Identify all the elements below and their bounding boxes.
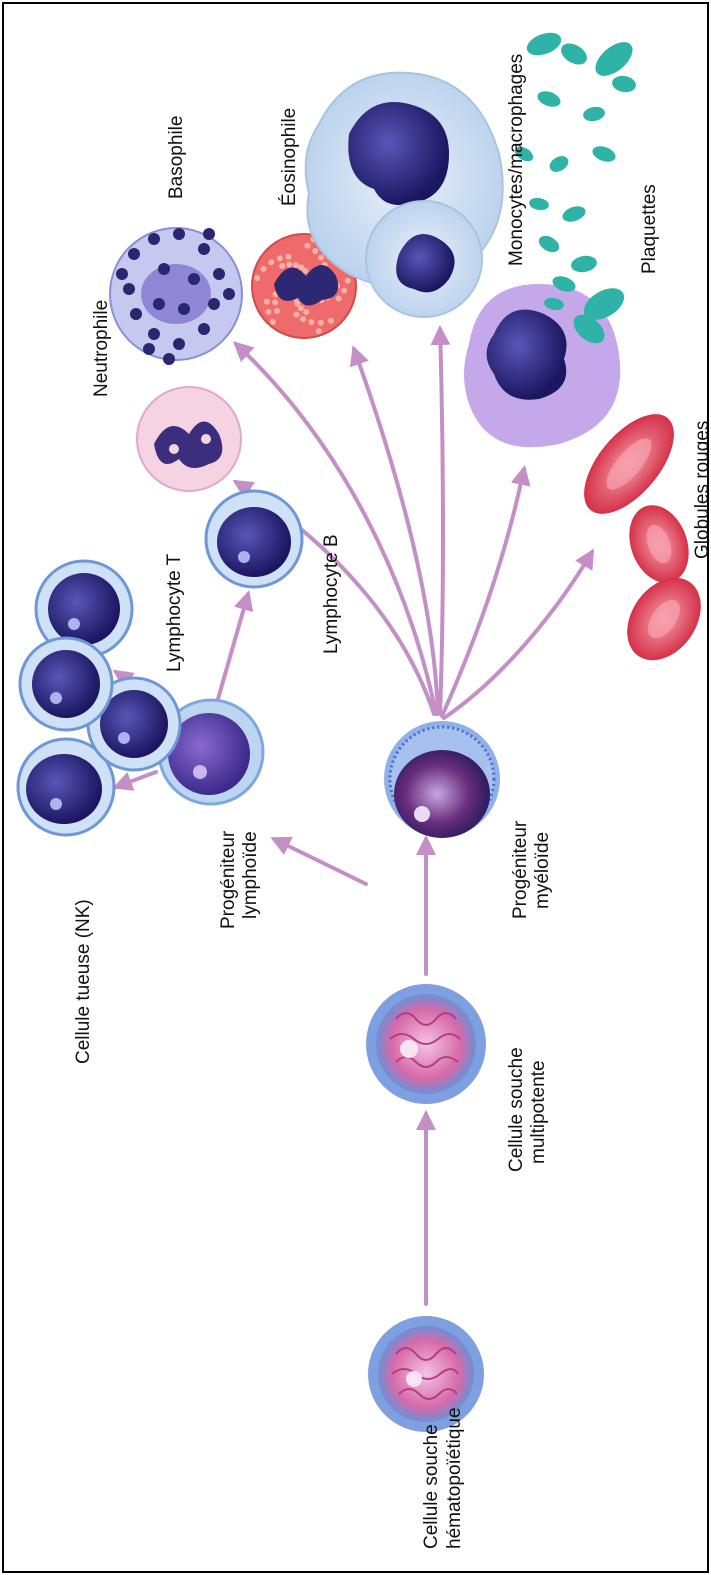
granule	[293, 312, 299, 318]
label-lymphoid-line2: lymphoïde	[240, 831, 261, 919]
label-nk-cell: Cellule tueuse (NK)	[73, 899, 94, 1064]
platelet	[557, 39, 590, 69]
label-red-blood-cells: Globules rouges	[692, 421, 707, 559]
granule	[318, 255, 324, 261]
granule	[268, 259, 274, 265]
granule	[279, 263, 285, 269]
platelet	[535, 88, 562, 109]
platelet	[570, 254, 598, 274]
granule	[260, 266, 266, 272]
granule	[208, 298, 220, 310]
t-lymphocyte-cluster	[20, 561, 180, 770]
label-basophil: Basophile	[166, 116, 187, 199]
label-lymphoid-line1: Progéniteur	[218, 830, 239, 929]
label-neutrophil: Neutrophile	[91, 300, 112, 397]
granule	[316, 328, 322, 334]
granule	[213, 268, 225, 280]
granule	[148, 328, 160, 340]
granule	[178, 303, 190, 315]
granule	[188, 273, 200, 285]
granule	[286, 262, 292, 268]
granule	[203, 228, 215, 240]
granule	[336, 295, 342, 301]
granule	[312, 248, 318, 254]
hematopoiesis-diagram: Cellule souche hématopoïétique Cellule s…	[4, 4, 707, 1571]
label-myeloid-line1: Progéniteur	[510, 820, 531, 919]
neutrophil-cell	[137, 387, 241, 491]
arrow-lymphoid-to-nk	[116, 772, 156, 787]
granule	[345, 278, 351, 284]
granule	[341, 288, 347, 294]
granule	[223, 288, 235, 300]
granule	[274, 308, 280, 314]
granule	[158, 263, 170, 275]
label-hsc-line1: Cellule souche	[421, 1424, 442, 1549]
granule	[198, 323, 210, 335]
basophil-cell	[110, 228, 242, 365]
platelet	[536, 232, 562, 255]
label-b-lymphocyte: Lymphocyte B	[321, 534, 342, 654]
arrow-myeloid-to-monocyte	[440, 329, 443, 714]
arrow-myeloid-to-rbc	[444, 552, 592, 718]
label-myeloid-line2: myéloïde	[532, 832, 553, 909]
platelet	[590, 143, 617, 164]
granule	[265, 309, 271, 315]
label-monocytes-macrophages: Monocytes/macrophages	[506, 54, 527, 266]
myeloid-progenitor-cell	[384, 721, 500, 838]
platelet	[582, 105, 606, 123]
granule	[254, 275, 260, 281]
label-eosinophil: Éosinophile	[279, 108, 300, 206]
multipotent-stem-cell	[366, 984, 486, 1104]
granule	[328, 318, 334, 324]
granule	[304, 243, 310, 249]
b-lymphocyte-cell	[206, 491, 302, 587]
granule	[130, 308, 142, 320]
label-t-lymphocyte: Lymphocyte T	[164, 553, 185, 672]
arrow-mpp-to-lymphoid	[274, 839, 366, 884]
granule	[298, 305, 304, 311]
hematopoietic-stem-cell	[368, 1316, 484, 1432]
granule	[173, 228, 185, 240]
granule	[173, 338, 185, 350]
granule	[308, 319, 314, 325]
granule	[198, 243, 210, 255]
granule	[270, 319, 276, 325]
granule	[128, 248, 140, 260]
label-mpp-line2: multipotente	[528, 1060, 549, 1164]
granule	[298, 264, 304, 270]
granule	[148, 233, 160, 245]
granule	[264, 299, 270, 305]
granule	[293, 262, 299, 268]
granule	[123, 283, 135, 295]
red-blood-cells	[567, 399, 707, 674]
granule	[272, 299, 278, 305]
arrow-myeloid-to-eosinophil	[354, 349, 438, 714]
platelet	[528, 196, 550, 211]
label-hsc-line2: hématopoïétique	[444, 1407, 465, 1549]
granule	[285, 254, 291, 260]
granule	[318, 320, 324, 326]
label-platelets: Plaquettes	[639, 184, 660, 274]
granule	[163, 353, 175, 365]
arrow-myeloid-to-platelets	[442, 469, 524, 716]
arrow-lymphoid-to-b	[216, 594, 248, 706]
platelet	[547, 153, 571, 175]
platelet	[524, 28, 565, 59]
platelet	[560, 203, 587, 224]
platelet	[589, 36, 638, 83]
granule	[300, 316, 306, 322]
granule	[153, 298, 165, 310]
label-mpp-line1: Cellule souche	[506, 1047, 527, 1172]
granule	[303, 309, 309, 315]
granule	[116, 268, 128, 280]
granule	[277, 255, 283, 261]
platelet	[611, 74, 637, 94]
granule	[143, 343, 155, 355]
